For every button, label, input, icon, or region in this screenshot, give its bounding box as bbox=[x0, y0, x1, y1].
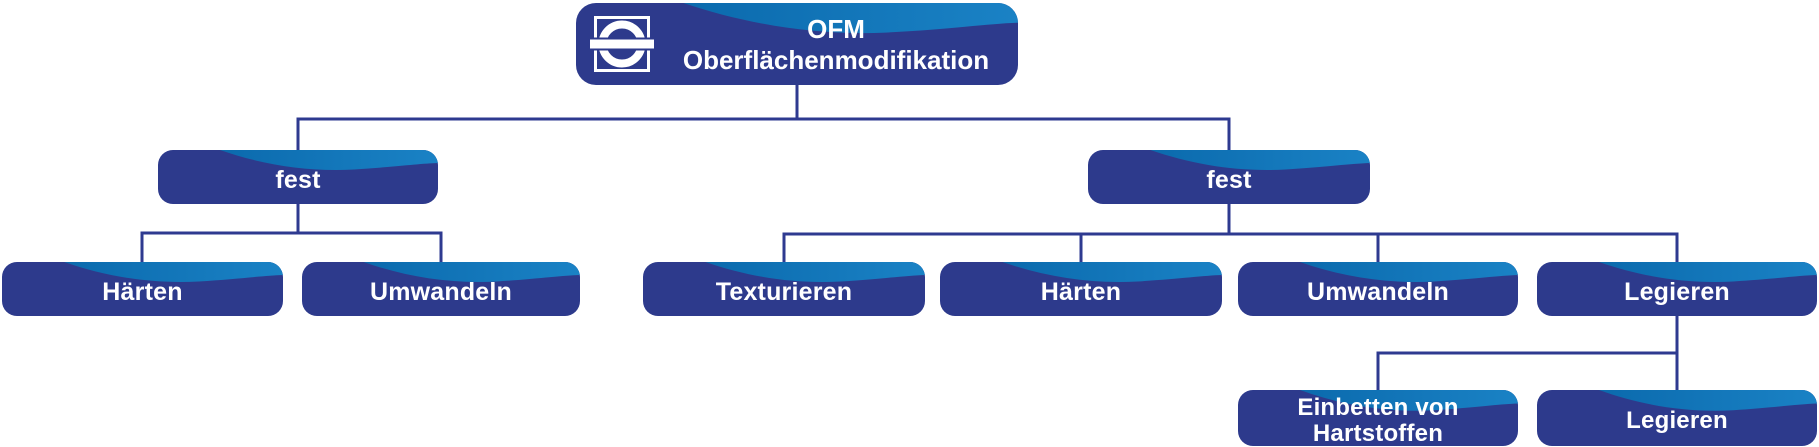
ofm-logo-icon bbox=[590, 16, 654, 72]
node-label: Härten bbox=[102, 277, 183, 306]
node-legieren-sub: Legieren bbox=[1537, 390, 1817, 446]
node-label: Legieren bbox=[1626, 407, 1728, 434]
root-title: OFM Oberflächenmodifikation bbox=[654, 15, 1018, 74]
root-title-line2: Oberflächenmodifikation bbox=[682, 44, 990, 75]
node-umwandeln-left: Umwandeln bbox=[302, 262, 580, 316]
node-label: Härten bbox=[1040, 277, 1122, 306]
node-label: fest bbox=[275, 165, 321, 194]
node-label: Umwandeln bbox=[369, 277, 513, 306]
node-root: OFM Oberflächenmodifikation bbox=[576, 3, 1018, 85]
node-umwandeln-right: Umwandeln bbox=[1238, 262, 1518, 316]
node-label: Umwandeln bbox=[1306, 277, 1450, 306]
node-fest-left: fest bbox=[158, 150, 438, 204]
node-label: fest bbox=[1206, 165, 1252, 194]
node-fest-right: fest bbox=[1088, 150, 1370, 204]
node-label: Legieren bbox=[1624, 277, 1730, 306]
node-label: Texturieren bbox=[715, 277, 853, 306]
node-haerten-left: Härten bbox=[2, 262, 283, 316]
root-title-line1: OFM bbox=[807, 13, 865, 44]
node-einbetten-von-hartstoffen: Einbetten von Hartstoffen bbox=[1238, 390, 1518, 446]
node-haerten-right: Härten bbox=[940, 262, 1222, 316]
node-legieren: Legieren bbox=[1537, 262, 1817, 316]
node-texturieren: Texturieren bbox=[643, 262, 925, 316]
node-label: Einbetten von Hartstoffen bbox=[1297, 394, 1459, 447]
